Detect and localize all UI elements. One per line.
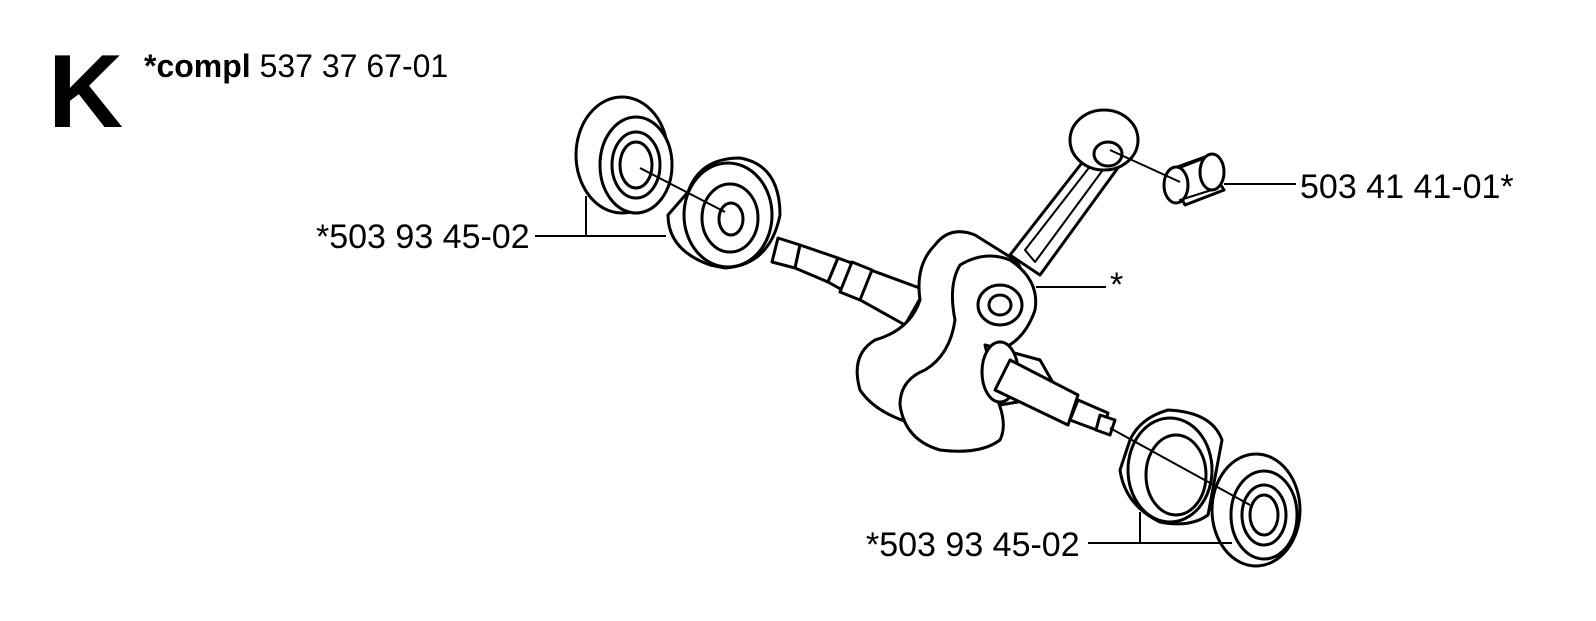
bearing-upper-left-inner: [666, 156, 782, 270]
assembly-title: *compl 537 37 67-01: [144, 50, 448, 82]
bearing-lower-right-inner: [1118, 408, 1224, 526]
section-letter: K: [48, 34, 124, 150]
crankshaft-left-journal: [770, 236, 927, 327]
callout-crankshaft: *: [1110, 266, 1124, 304]
bearing-lower-right-outer: [1210, 452, 1302, 568]
callout-bearing-left: *503 93 45-02: [316, 218, 530, 256]
connecting-rod: [1008, 108, 1140, 277]
assembly-number: 537 37 67-01: [259, 48, 449, 84]
needle-bearing: [1162, 152, 1226, 207]
crankshaft-right-journal: [980, 340, 1117, 437]
crank-web-front: [898, 254, 1038, 453]
callout-needle-bearing: 503 41 41-01*: [1300, 168, 1514, 206]
assembly-prefix: *compl: [144, 48, 251, 84]
callout-bearing-right: *503 93 45-02: [866, 526, 1080, 564]
bearing-upper-left-outer: [574, 95, 674, 215]
